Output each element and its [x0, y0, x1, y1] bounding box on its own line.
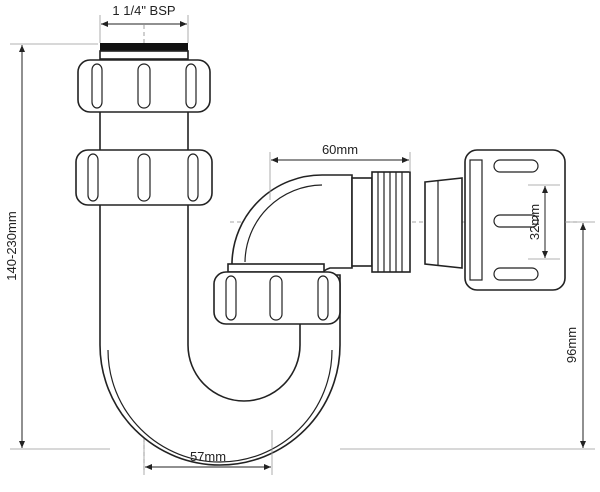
label-outlet-diameter: 32mm [527, 204, 542, 240]
dimension-outlet-height [340, 221, 595, 450]
outlet-thread [351, 171, 411, 273]
label-total-height: 140-230mm [4, 211, 19, 280]
dimension-outlet-length [269, 152, 411, 200]
outlet-nut [464, 149, 566, 291]
top-thread [99, 43, 189, 60]
lower-nut [213, 263, 341, 325]
label-thread: 1 1/4" BSP [112, 3, 175, 18]
upper-nut [77, 59, 211, 113]
dimension-offset [143, 430, 273, 475]
middle-nut [75, 149, 213, 206]
label-offset: 57mm [190, 449, 226, 464]
dimension-outlet-diameter [528, 184, 560, 260]
label-outlet-length: 60mm [322, 142, 358, 157]
dimension-total-height [10, 43, 110, 450]
dimension-thread [99, 15, 189, 43]
cone-washer [424, 177, 463, 269]
label-outlet-height: 96mm [564, 327, 579, 363]
